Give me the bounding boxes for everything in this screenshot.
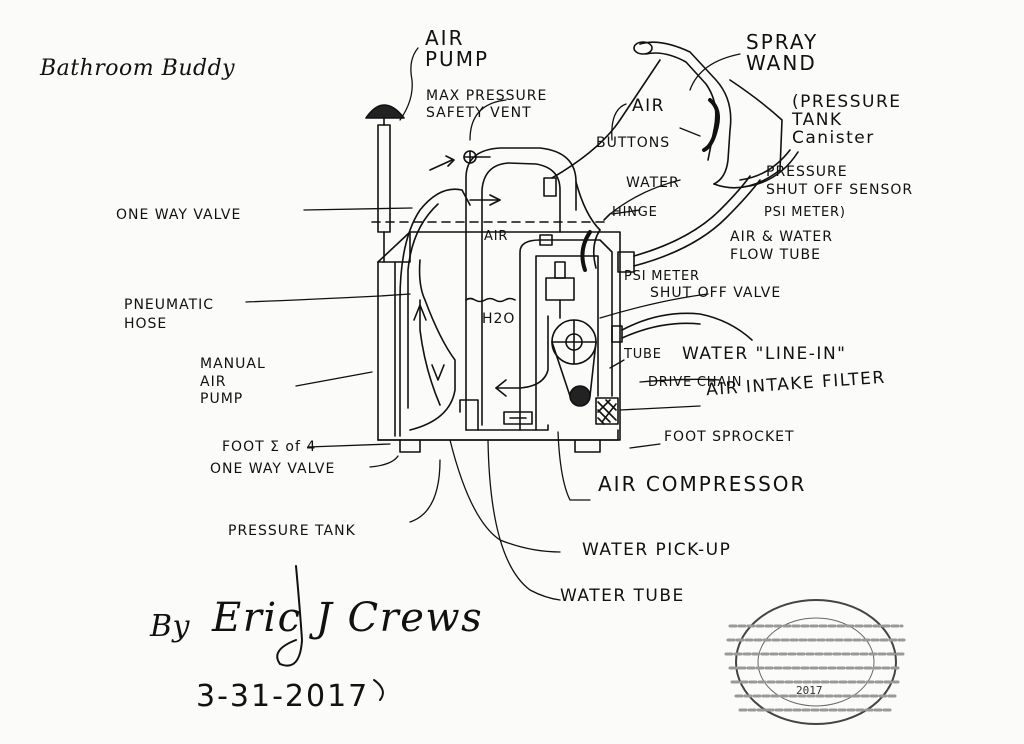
author-by: By xyxy=(150,609,190,644)
author-date: 3-31-2017 xyxy=(196,679,370,714)
label-psi-meter-top: PSI METER) xyxy=(764,205,846,220)
label-max-pressure-safety-vent: MAX PRESSURE SAFETY VENT xyxy=(426,88,548,121)
label-h2o: H2O xyxy=(482,311,516,327)
label-air-pump: AIR PUMP xyxy=(425,26,490,71)
label-pressure-tank: PRESSURE TANK xyxy=(228,523,356,539)
notary-stamp xyxy=(724,599,908,725)
spray-wand xyxy=(633,41,799,189)
cabinet-body xyxy=(371,221,621,441)
label-pressure-shut-off-sensor: PRESSURE SHUT OFF SENSOR xyxy=(766,164,914,198)
safety-vent xyxy=(463,150,491,164)
label-pressure-tank-canister: (PRESSURE TANK Canister xyxy=(792,92,902,148)
label-air-compressor: AIR COMPRESSOR xyxy=(598,472,807,496)
feet xyxy=(399,439,601,453)
label-pneumatic-hose: PNEUMATIC HOSE xyxy=(124,297,215,332)
label-foot-of-4: FOOT Σ of 4 xyxy=(222,439,317,455)
label-spray-wand: SPRAY WAND xyxy=(746,30,819,75)
air-water-flow-tube xyxy=(543,59,761,273)
label-water-pick-up: WATER PICK-UP xyxy=(582,540,732,560)
flow-arrows xyxy=(429,155,501,206)
label-shut-off-valve: SHUT OFF VALVE xyxy=(650,285,782,301)
label-one-way-valve-bottom: ONE WAY VALVE xyxy=(210,461,336,477)
label-manual-air-pump: MANUAL AIR PUMP xyxy=(200,356,266,407)
pneumatic-hose xyxy=(399,188,471,437)
title-label: Bathroom Buddy xyxy=(40,56,236,81)
label-water-tube: WATER TUBE xyxy=(560,586,685,606)
water-line-in xyxy=(611,312,753,343)
label-hinge: HINGE xyxy=(612,205,658,220)
label-water-line-in: WATER "LINE-IN" xyxy=(682,344,847,364)
label-buttons: BUTTONS xyxy=(596,135,671,151)
label-psi-meter: PSI METER xyxy=(624,269,700,284)
label-tube: TUBE xyxy=(624,347,662,362)
label-water-wand: WATER xyxy=(626,175,680,191)
pressure-tank xyxy=(459,147,577,431)
label-air-in-tank: AIR xyxy=(484,229,509,244)
leader-lines xyxy=(245,47,741,601)
compressor-housing xyxy=(495,234,619,431)
signature-scribble xyxy=(276,565,384,701)
label-air-wand: AIR xyxy=(632,96,665,116)
label-one-way-valve: ONE WAY VALVE xyxy=(116,207,242,223)
author-signature: Eric J Crews xyxy=(212,595,484,641)
air-pump-handle xyxy=(365,104,405,263)
label-drive-chain: DRIVE CHAIN xyxy=(648,375,743,390)
label-foot-sprocket: FOOT SPROCKET xyxy=(664,429,795,445)
label-air-water-flow-tube: AIR & WATER FLOW TUBE xyxy=(730,229,833,264)
stamp-year: 2017 xyxy=(796,684,823,697)
